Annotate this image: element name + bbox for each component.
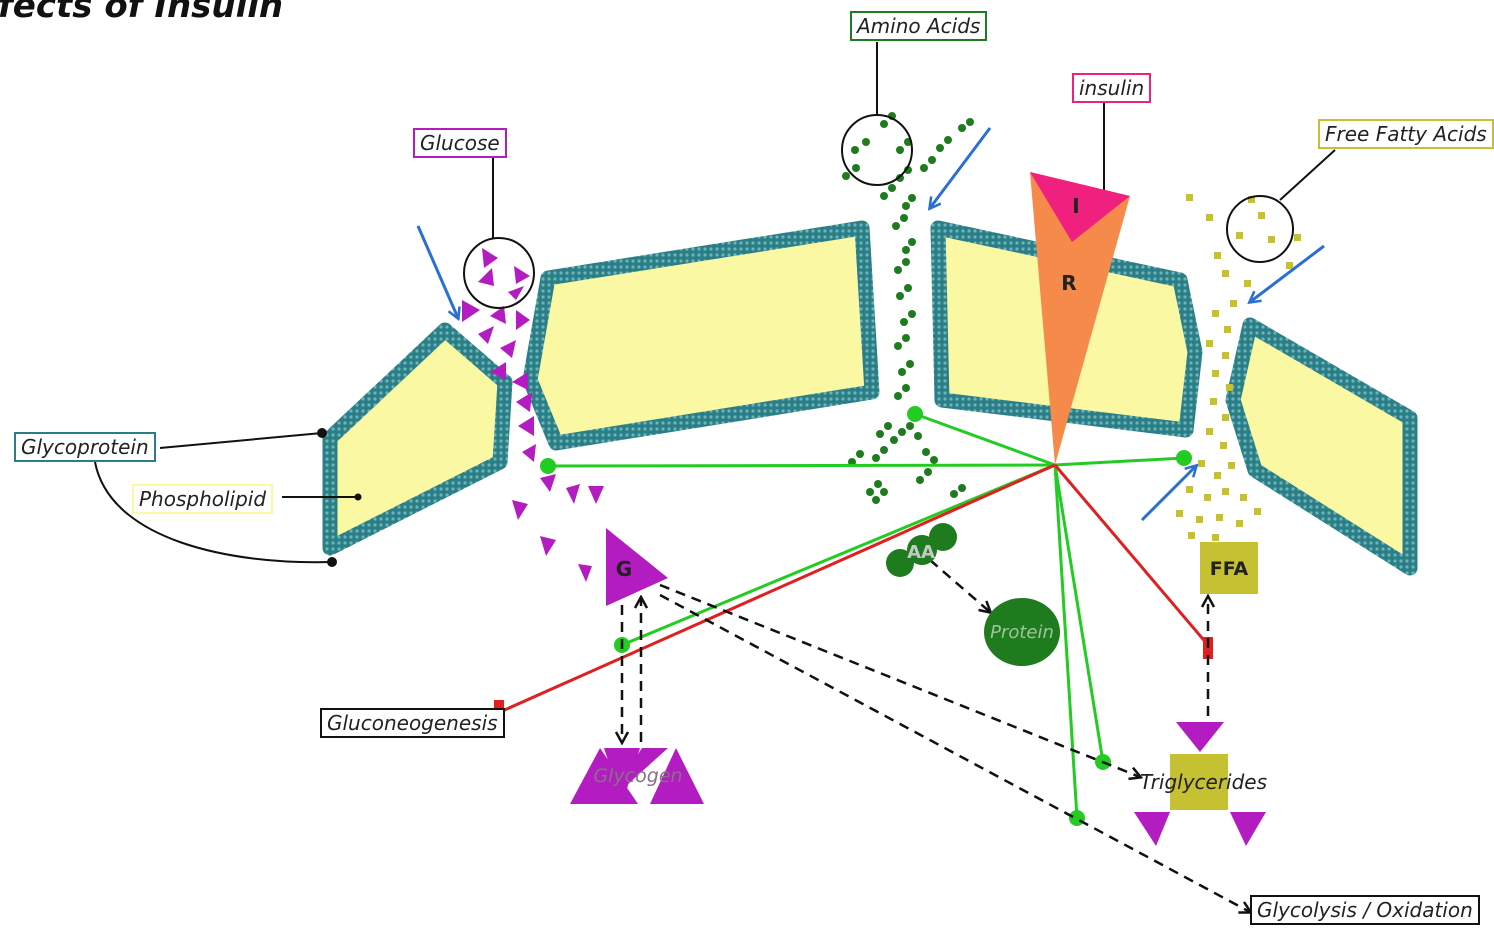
membrane-segment-2 — [530, 228, 872, 443]
fatty-acid-zoom-circle — [1227, 196, 1293, 262]
inhibitory-endpoints — [494, 637, 1213, 722]
glycoprotein-label: Glycoprotein — [14, 432, 156, 462]
phospholipid-label: Phospholipid — [132, 484, 273, 514]
gluconeogenesis-label: Gluconeogenesis — [320, 708, 505, 738]
glucose-label: Glucose — [413, 128, 507, 158]
ffa-molecule: FFA — [1200, 542, 1258, 594]
free-fatty-acids-label: Free Fatty Acids — [1318, 119, 1494, 149]
glycogen-molecule: Glycogen — [570, 748, 704, 804]
receptor-symbol: R — [1061, 271, 1076, 295]
triglycerides-label: Triglycerides — [1138, 769, 1269, 795]
insulin-label: insulin — [1072, 73, 1151, 103]
protein-label: Protein — [990, 622, 1054, 643]
ffa-label: FFA — [1210, 558, 1249, 580]
membrane-segment-4 — [1233, 325, 1410, 568]
membrane-segment-1 — [330, 330, 505, 548]
insulin-symbol: I — [1072, 194, 1079, 218]
protein-molecule: Protein — [984, 598, 1060, 666]
glucose-symbol: G — [616, 557, 632, 581]
amino-acid-symbol: AA — [907, 542, 935, 563]
amino-acids-label: Amino Acids — [850, 11, 987, 41]
glycolysis-oxidation-label: Glycolysis / Oxidation — [1250, 895, 1480, 925]
glucose-molecule: G — [606, 528, 668, 606]
metabolic-pathways — [622, 560, 1250, 912]
glycogen-label: Glycogen — [593, 765, 682, 787]
